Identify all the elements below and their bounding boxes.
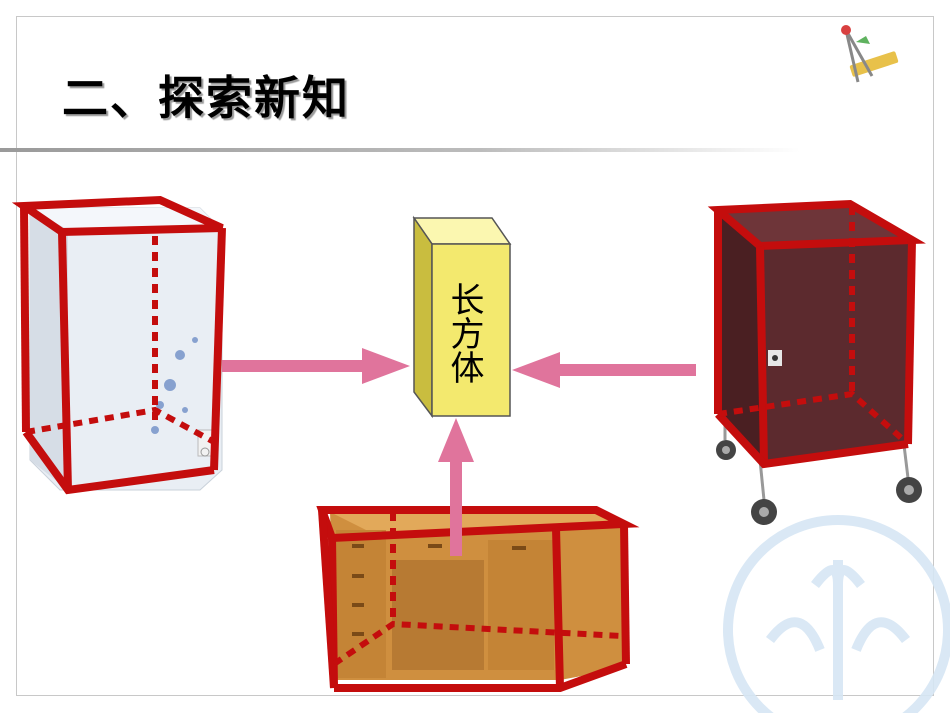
ruler-compass-logo-icon (841, 25, 899, 83)
watermark-logo-icon (723, 515, 950, 713)
cabinet-image (716, 205, 922, 525)
slide-title: 二、探索新知 (62, 71, 350, 125)
arrow-from-cabinet-icon (512, 352, 696, 388)
desk-edges (316, 506, 640, 692)
desk-image (330, 512, 625, 680)
freezer-edges (11, 195, 226, 495)
title-underline (0, 148, 800, 152)
arrow-from-desk-icon (438, 418, 474, 556)
cuboid-label: 长方体 (444, 282, 484, 384)
cabinet-edges (707, 199, 926, 469)
arrow-from-freezer-icon (222, 348, 410, 384)
cuboid-shape (412, 215, 512, 419)
slide-frame (16, 16, 934, 696)
